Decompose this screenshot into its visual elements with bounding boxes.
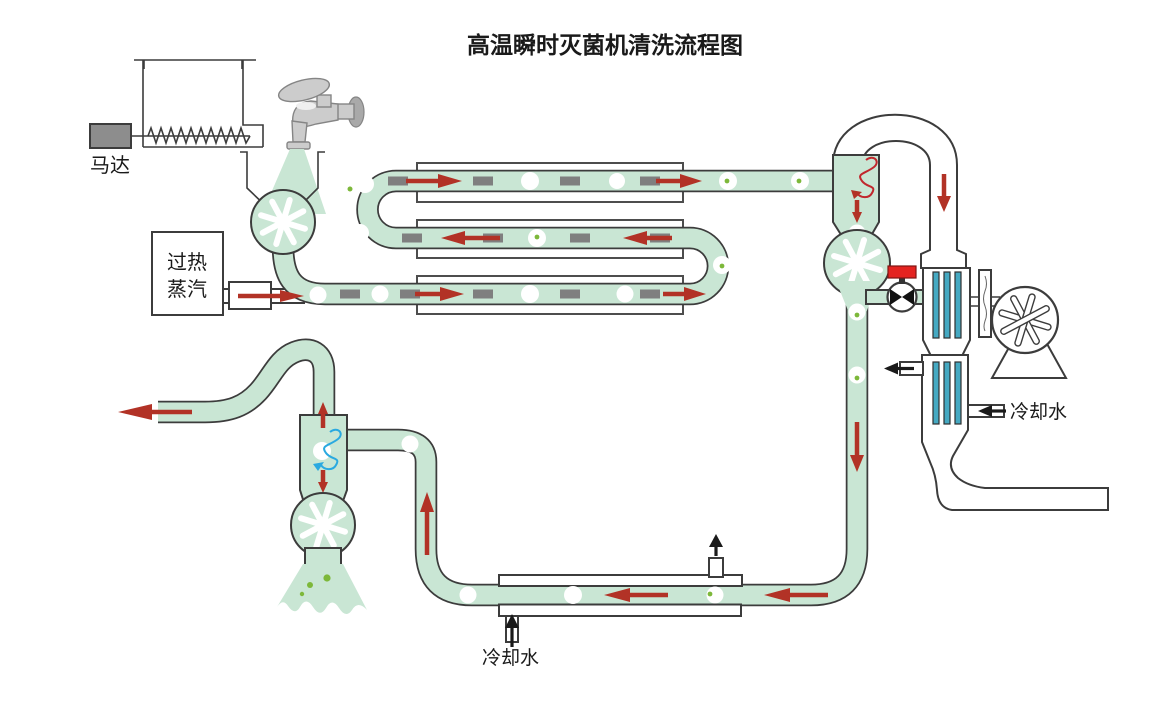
screw-feeder-tank: 马达 xyxy=(89,59,264,177)
vortex-spiral-blue xyxy=(320,428,342,471)
cooling-jacket: 冷却水 xyxy=(401,435,828,669)
condenser: 冷却水 xyxy=(884,267,1109,511)
cyclone-right-rotary-valve xyxy=(823,229,891,297)
product-slug xyxy=(473,289,493,299)
product-slug xyxy=(388,176,408,186)
steam-bubbles xyxy=(309,172,809,304)
blower-fan xyxy=(990,285,1060,355)
cyclone-right xyxy=(823,154,891,472)
motor-block xyxy=(89,123,132,149)
discharge-spray xyxy=(277,564,367,615)
blower-unit xyxy=(970,269,1068,379)
arch-pipe xyxy=(832,113,967,269)
steam-bubble xyxy=(609,173,625,189)
condenser-lower xyxy=(921,354,1109,511)
steam-bubble xyxy=(521,172,539,190)
product-slug xyxy=(560,176,580,186)
motor-label: 马达 xyxy=(90,154,130,177)
product-slug xyxy=(402,233,422,243)
cooling-water-bottom-label: 冷却水 xyxy=(482,647,539,669)
product-slug xyxy=(640,289,660,299)
product-slug xyxy=(400,289,420,299)
hopper-rotary-valve xyxy=(250,189,316,255)
ball-valve xyxy=(865,265,927,313)
product-slug xyxy=(340,289,360,299)
steam-bubble xyxy=(521,285,539,303)
steam-bubble xyxy=(371,285,389,303)
valve-handle xyxy=(887,265,917,279)
product-slug xyxy=(473,176,493,186)
steam-bubble xyxy=(309,286,327,304)
product-slug xyxy=(570,233,590,243)
vent-pipe xyxy=(708,557,724,578)
discharge-neck xyxy=(304,547,342,567)
exhaust-pipe xyxy=(118,338,336,430)
page-title: 高温瞬时灭菌机清洗流程图 xyxy=(467,32,743,58)
steam-label-2: 蒸汽 xyxy=(167,278,207,301)
steam-label-1: 过热 xyxy=(167,251,207,274)
product-slug xyxy=(640,176,660,186)
vortex-spiral-red xyxy=(856,156,878,199)
product-slug xyxy=(560,289,580,299)
cooling-water-right-label: 冷却水 xyxy=(1010,401,1067,423)
flow-arrows-rows xyxy=(238,174,706,302)
screw-conveyor-coil xyxy=(147,125,251,146)
steam-bubble xyxy=(351,224,369,242)
filter-plate xyxy=(978,269,992,338)
cyclone-left-rotary-valve xyxy=(290,492,356,558)
cyclone-left xyxy=(277,402,367,615)
water-faucet-icon xyxy=(277,77,365,150)
return-pipe xyxy=(342,302,869,607)
steam-bubble xyxy=(616,285,634,303)
steam-bubble xyxy=(356,175,374,193)
